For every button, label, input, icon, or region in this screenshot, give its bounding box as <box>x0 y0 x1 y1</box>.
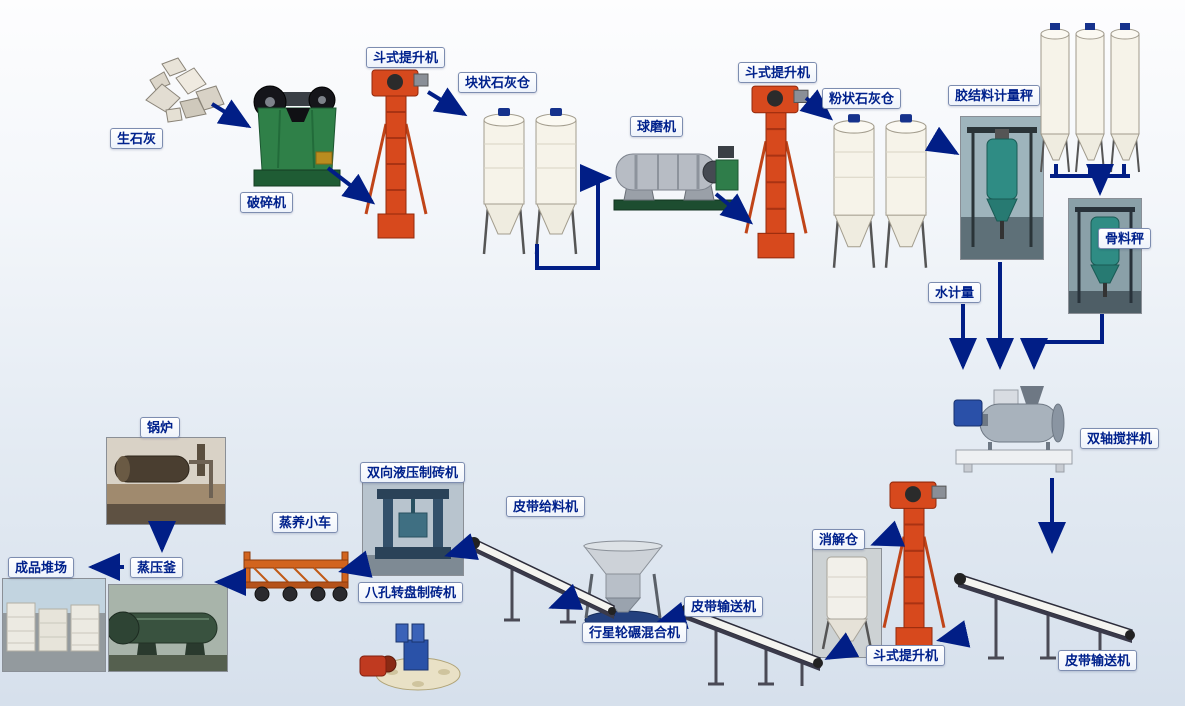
powder-lime-silo-image <box>826 112 934 272</box>
label-belt-conveyor-right: 皮带输送机 <box>1058 650 1138 671</box>
quicklime-pile-image <box>136 50 236 130</box>
label-bucket-elevator-1: 斗式提升机 <box>366 47 446 68</box>
boiler-image <box>106 437 226 525</box>
label-powder-lime-silo: 粉状石灰仓 <box>822 88 902 109</box>
autoclave-image <box>108 584 228 672</box>
label-crusher: 破碎机 <box>240 192 294 213</box>
label-binder-scale: 胶结料计量秤 <box>948 85 1041 106</box>
label-slaking-bin: 消解仓 <box>812 529 866 550</box>
label-ball-mill: 球磨机 <box>630 116 684 137</box>
label-twin-shaft-mixer: 双轴搅拌机 <box>1080 428 1160 449</box>
label-belt-conveyor-mid: 皮带输送机 <box>684 596 764 617</box>
bucket-elevator-2-image <box>736 80 814 264</box>
label-planetary-mixer: 行星轮碾混合机 <box>582 622 688 643</box>
aggregate-scale-image <box>1068 198 1142 314</box>
belt-conveyor-right-image <box>948 558 1140 668</box>
label-bucket-elevator-3: 斗式提升机 <box>866 645 946 666</box>
label-product-yard: 成品堆场 <box>8 557 75 578</box>
label-autoclave: 蒸压釜 <box>130 557 184 578</box>
label-rotary-brick-machine: 八孔转盘制砖机 <box>358 582 464 603</box>
storage-silos-image <box>1038 20 1143 180</box>
lump-lime-silo-image <box>476 106 584 258</box>
bucket-elevator-1-image <box>356 64 434 244</box>
label-hydraulic-brick-machine: 双向液压制砖机 <box>360 462 466 483</box>
product-yard-image <box>2 578 106 672</box>
jaw-crusher-image <box>248 82 346 194</box>
hydraulic-brick-machine-image <box>362 482 464 576</box>
twin-shaft-mixer-image <box>950 376 1078 474</box>
binder-scale-image <box>960 116 1044 260</box>
label-water-meter: 水计量 <box>928 282 982 303</box>
label-belt-feeder: 皮带给料机 <box>506 496 586 517</box>
label-quicklime: 生石灰 <box>110 128 164 149</box>
bucket-elevator-3-image <box>874 476 952 658</box>
label-aggregate-scale: 骨料秤 <box>1098 228 1152 249</box>
label-lump-lime-silo: 块状石灰仓 <box>458 72 538 93</box>
ball-mill-image <box>610 138 742 214</box>
label-bucket-elevator-2: 斗式提升机 <box>738 62 818 83</box>
rotary-brick-machine-image <box>356 612 464 704</box>
label-curing-trolley: 蒸养小车 <box>272 512 339 533</box>
label-boiler: 锅炉 <box>140 417 181 438</box>
belt-feeder-image <box>464 524 624 628</box>
belt-conveyor-mid-image <box>676 592 828 692</box>
curing-trolley-image <box>240 548 352 606</box>
